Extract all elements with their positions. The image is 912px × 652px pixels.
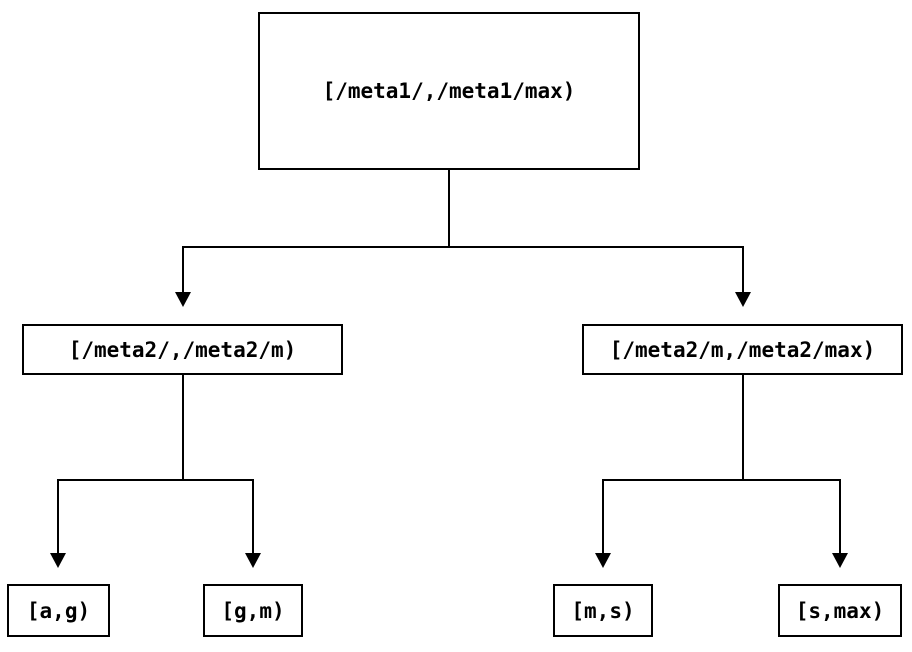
edge-right-to-leaf4	[743, 479, 841, 553]
arrowhead-icon	[595, 553, 611, 568]
tree-leaf-node-2: [g,m)	[203, 584, 303, 637]
edge-root-to-left	[182, 246, 449, 292]
tree-internal-node-left: [/meta2/,/meta2/m)	[22, 324, 343, 375]
arrowhead-icon	[50, 553, 66, 568]
arrowhead-icon	[245, 553, 261, 568]
tree-internal-node-right: [/meta2/m,/meta2/max)	[582, 324, 903, 375]
edge-left-to-leaf1	[57, 479, 183, 553]
tree-internal-node-right-label: [/meta2/m,/meta2/max)	[609, 337, 876, 362]
tree-root-node: [/meta1/,/meta1/max)	[258, 12, 640, 170]
tree-root-label: [/meta1/,/meta1/max)	[322, 79, 576, 103]
edge-left-to-leaf2	[183, 479, 254, 553]
edge-root-to-right	[449, 246, 744, 292]
arrowhead-icon	[735, 292, 751, 307]
tree-leaf-node-4: [s,max)	[778, 584, 902, 637]
tree-leaf-node-4-label: [s,max)	[795, 598, 885, 623]
tree-leaf-node-3: [m,s)	[553, 584, 653, 637]
tree-leaf-node-1-label: [a,g)	[26, 598, 91, 623]
tree-leaf-node-1: [a,g)	[7, 584, 110, 637]
edge-right-to-leaf3	[602, 479, 743, 553]
tree-leaf-node-2-label: [g,m)	[221, 598, 285, 623]
arrowhead-icon	[832, 553, 848, 568]
tree-leaf-node-3-label: [m,s)	[571, 598, 635, 623]
arrowhead-icon	[175, 292, 191, 307]
tree-internal-node-left-label: [/meta2/,/meta2/m)	[68, 337, 297, 362]
